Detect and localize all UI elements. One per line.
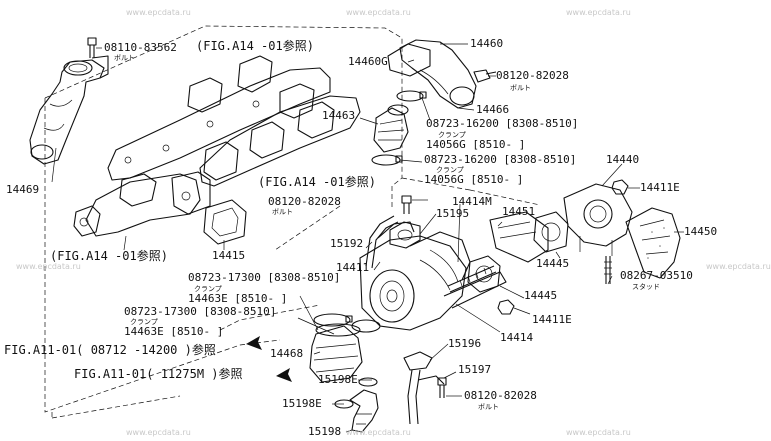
label-15195[interactable]: 15195 xyxy=(436,207,470,220)
reference-arrow-a11-1 xyxy=(246,336,262,350)
label-08267-03510[interactable]: 08267-03510 xyxy=(620,269,693,282)
exhaust-manifold-lower xyxy=(73,171,211,237)
gasket-14445-b xyxy=(467,255,501,293)
hose-15198 xyxy=(349,389,379,433)
label-bolt-3: ボルト xyxy=(272,208,293,216)
exhaust-manifold-upper xyxy=(107,55,331,181)
label-clamp-3: クランプ xyxy=(194,285,222,293)
label-08723-16200-a[interactable]: 08723-16200 [8308-8510] xyxy=(426,117,579,130)
label-fig-a11-1[interactable]: FIG.A11-01( 08712 -14200 )参照 xyxy=(4,343,216,357)
label-14450[interactable]: 14450 xyxy=(684,225,718,238)
clamp-08723-16200-b xyxy=(371,154,403,166)
label-15192[interactable]: 15192 xyxy=(330,237,364,250)
label-15196[interactable]: 15196 xyxy=(448,337,482,350)
label-14460[interactable]: 14460 xyxy=(470,37,504,50)
clamp-08723-17300-a xyxy=(313,313,353,327)
label-08120-82028-top[interactable]: 08120-82028 xyxy=(496,69,569,82)
label-14415[interactable]: 14415 xyxy=(212,249,246,262)
gasket-14445-a xyxy=(533,211,569,253)
pipe-15192 xyxy=(365,215,399,269)
assembly-boundary-dashed xyxy=(44,25,541,419)
clamp-08723-16200-a xyxy=(396,90,427,102)
watermark: www.epcdata.ru xyxy=(706,262,771,271)
label-08723-16200-b[interactable]: 08723-16200 [8308-8510] xyxy=(424,153,577,166)
label-14445-a[interactable]: 14445 xyxy=(536,257,570,270)
gasket-15196 xyxy=(403,351,433,371)
outlet-elbow-14440 xyxy=(563,183,633,256)
label-fig-a11-2[interactable]: FIG.A11-01( 11275M )参照 xyxy=(74,367,243,381)
label-14468[interactable]: 14468 xyxy=(270,347,304,360)
elbow-14460 xyxy=(387,39,477,109)
label-clamp-1: クランプ xyxy=(438,131,466,139)
clamp-15198e-a xyxy=(358,377,378,387)
label-08723-17300-b[interactable]: 08723-17300 [8308-8510] xyxy=(124,305,277,318)
clamp-08723-17300-b xyxy=(351,319,381,333)
label-bolt-4: ボルト xyxy=(478,403,499,411)
turbocharger-14411 xyxy=(359,221,507,331)
label-14460g[interactable]: 14460G xyxy=(348,55,388,68)
label-14451[interactable]: 14451 xyxy=(502,205,536,218)
leader-lines xyxy=(51,43,684,433)
label-14445-b[interactable]: 14445 xyxy=(524,289,558,302)
exhaust-manifold-middle xyxy=(199,95,361,187)
heat-shield-14451 xyxy=(489,211,549,263)
watermark: www.epcdata.ru xyxy=(346,8,411,17)
label-15198e-a[interactable]: 15198E xyxy=(318,373,358,386)
label-14056g-a[interactable]: 14056G [8510- ] xyxy=(426,138,526,151)
assembly-boundary-dashed-2 xyxy=(51,177,471,418)
bolt-08120-82028-bot xyxy=(437,377,447,398)
pipe-15197 xyxy=(407,369,445,425)
watermark: www.epcdata.ru xyxy=(566,8,631,17)
watermark: www.epcdata.ru xyxy=(16,262,81,271)
reference-arrow-a11-2 xyxy=(276,368,292,382)
bolt-08120-82028-top xyxy=(473,69,497,83)
pipe-14469 xyxy=(29,55,109,165)
label-15197[interactable]: 15197 xyxy=(458,363,492,376)
label-clamp-2: クランプ xyxy=(436,166,464,174)
label-fig-a14-top[interactable]: (FIG.A14 -01参照) xyxy=(196,39,314,53)
bolt-08120-82028-mid xyxy=(401,195,412,214)
label-14414[interactable]: 14414 xyxy=(500,331,534,344)
label-08723-17300-a[interactable]: 08723-17300 [8308-8510] xyxy=(188,271,341,284)
label-14411[interactable]: 14411 xyxy=(336,261,370,274)
label-stud: スタッド xyxy=(632,283,660,291)
label-clamp-4: クランプ xyxy=(130,318,158,326)
label-15198e-b[interactable]: 15198E xyxy=(282,397,322,410)
heat-shield-14450 xyxy=(625,207,681,279)
hose-14468 xyxy=(309,323,363,383)
label-14414m[interactable]: 14414M xyxy=(452,195,492,208)
label-14466[interactable]: 14466 xyxy=(476,103,510,116)
stud-08267-03510 xyxy=(604,256,612,284)
watermark: www.epcdata.ru xyxy=(346,428,411,437)
label-14440[interactable]: 14440 xyxy=(606,153,640,166)
watermark: www.epcdata.ru xyxy=(126,8,191,17)
watermark: www.epcdata.ru xyxy=(126,428,191,437)
label-08110-83562[interactable]: 08110-83562 xyxy=(104,41,177,54)
label-fig-a14-left[interactable]: (FIG.A14 -01参照) xyxy=(50,249,168,263)
label-14469[interactable]: 14469 xyxy=(6,183,40,196)
label-14056g-b[interactable]: 14056G [8510- ] xyxy=(424,173,524,186)
hose-14463 xyxy=(373,104,409,153)
label-15198[interactable]: 15198 xyxy=(308,425,342,438)
label-14411e-mid[interactable]: 14411E xyxy=(532,313,572,326)
label-14463[interactable]: 14463 xyxy=(322,109,356,122)
gasket-15195 xyxy=(389,221,421,249)
label-bolt-2: ボルト xyxy=(510,84,531,92)
label-14411e-top[interactable]: 14411E xyxy=(640,181,680,194)
label-14463e-a[interactable]: 14463E [8510- ] xyxy=(188,292,288,305)
label-14463e-b[interactable]: 14463E [8510- ] xyxy=(124,325,224,338)
nut-14411e-top xyxy=(611,179,629,195)
label-08120-82028-mid[interactable]: 08120-82028 xyxy=(268,195,341,208)
stud-14414m xyxy=(447,265,497,293)
watermark: www.epcdata.ru xyxy=(566,428,631,437)
label-08120-82028-bot[interactable]: 08120-82028 xyxy=(464,389,537,402)
gasket-14415 xyxy=(203,199,247,245)
label-bolt-1: ボルト xyxy=(114,54,135,62)
bolt-08110-83562 xyxy=(87,37,97,58)
label-fig-a14-mid[interactable]: (FIG.A14 -01参照) xyxy=(258,175,376,189)
nut-14411e-mid xyxy=(497,299,515,315)
